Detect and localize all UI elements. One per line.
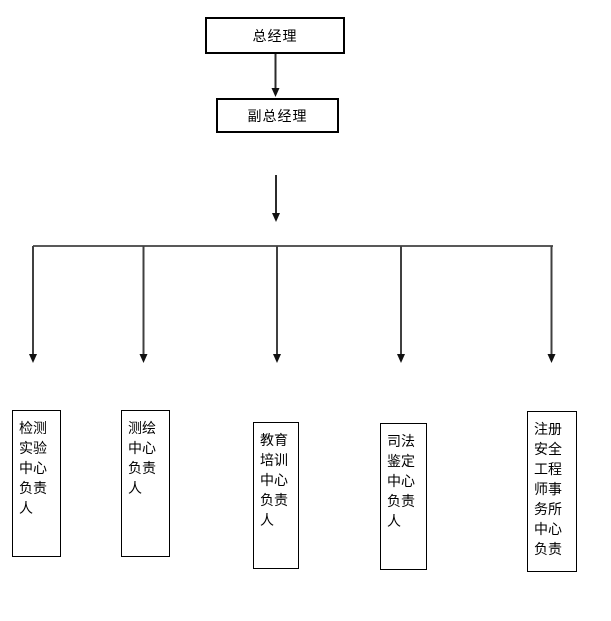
arrow-branch-judicial (397, 246, 405, 363)
arrow-branch-safety-office (547, 246, 556, 363)
general-manager-label: 总经理 (252, 27, 298, 44)
dept-safety-engineer-office-label: 注册 安全 工程 师事 务所 中心 负责 (534, 421, 562, 557)
arrow-root-to-deputy (271, 54, 280, 97)
box-dept-education-training-center: 教育 培训 中心 负责 人 (253, 422, 299, 569)
dept-education-training-label: 教育 培训 中心 负责 人 (260, 432, 288, 528)
arrow-branch-education (273, 246, 281, 363)
box-dept-judicial-appraisal-center: 司法 鉴定 中心 负责 人 (380, 423, 427, 570)
dept-testing-lab-label: 检测 实验 中心 负责 人 (19, 420, 47, 516)
box-dept-registered-safety-engineer-office: 注册 安全 工程 师事 务所 中心 负责 (527, 411, 577, 572)
box-general-manager: 总经理 (205, 17, 345, 54)
box-deputy-general-manager: 副总经理 (216, 98, 339, 133)
box-dept-surveying-center: 测绘 中心 负责 人 (121, 410, 170, 557)
dept-surveying-label: 测绘 中心 负责 人 (128, 420, 156, 496)
arrow-branch-surveying (139, 246, 148, 363)
box-dept-testing-lab-center: 检测 实验 中心 负责 人 (12, 410, 61, 557)
deputy-general-manager-label: 副总经理 (247, 107, 308, 124)
dept-judicial-appraisal-label: 司法 鉴定 中心 负责 人 (387, 433, 415, 529)
arrow-branch-testing-lab (29, 246, 37, 363)
arrow-deputy-to-branches (272, 175, 280, 222)
